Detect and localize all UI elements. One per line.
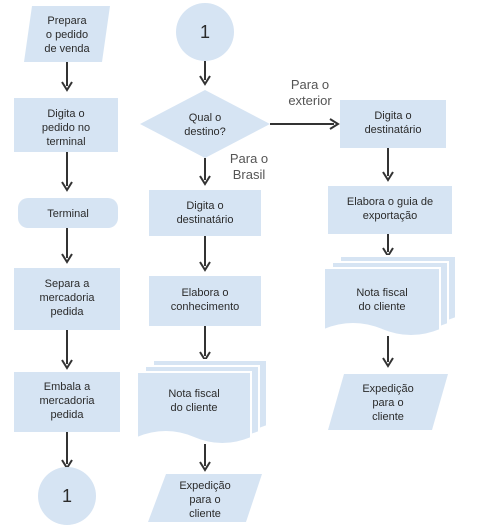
pack-goods-node: Embala a mercadoria pedida	[14, 372, 120, 432]
export-guide-node: Elabora o guia de exportação	[328, 186, 452, 234]
invoice-right-line-2: do cliente	[358, 301, 405, 313]
decision-line-1: Qual o	[189, 112, 221, 124]
type-recipient-node: Digita o destinatário	[149, 190, 261, 236]
arrow-m4	[199, 326, 211, 362]
shipping-right-line-1: Expedição	[362, 383, 413, 395]
invoice-documents-middle: Nota fiscal do cliente	[136, 359, 268, 445]
para-brasil-line-1: Para o	[230, 151, 268, 166]
type-order-line-2: pedido no	[42, 122, 90, 134]
para-brasil-line-2: Brasil	[233, 167, 266, 182]
arrow-m3	[199, 236, 211, 272]
pack-goods-line-2: mercadoria	[39, 395, 95, 407]
destination-decision: Qual o destino?	[140, 90, 270, 158]
arrow-l2	[61, 152, 73, 192]
arrow-r3	[382, 336, 394, 368]
shipping-right-node: Expedição para o cliente	[328, 374, 448, 430]
export-guide-line-1: Elabora o guia de	[347, 196, 433, 208]
para-exterior-line-2: exterior	[288, 93, 332, 108]
invoice-middle-line-1: Nota fiscal	[168, 388, 219, 400]
arrow-l3	[61, 228, 73, 264]
type-order-node: Digita o pedido no terminal	[14, 98, 118, 152]
type-recipient-line-1: Digita o	[186, 200, 223, 212]
arrow-m2	[199, 158, 211, 186]
terminal-node: Terminal	[18, 198, 118, 228]
arrow-l1	[61, 62, 73, 92]
connector-in: 1	[176, 3, 234, 61]
type-recipient-line-2: destinatário	[177, 214, 234, 226]
shipping-middle-line-2: para o	[189, 494, 220, 506]
arrow-r2	[382, 234, 394, 258]
arrow-r1	[382, 148, 394, 182]
pack-goods-line-3: pedida	[50, 409, 84, 421]
shipping-middle-node: Expedição para o cliente	[148, 474, 262, 522]
type-recipient-export-node: Digita o destinatário	[340, 100, 446, 148]
invoice-right-line-1: Nota fiscal	[356, 287, 407, 299]
separate-goods-line-2: mercadoria	[39, 292, 95, 304]
decision-line-2: destino?	[184, 126, 226, 138]
type-recipient-export-line-1: Digita o	[374, 110, 411, 122]
connector-out: 1	[38, 467, 96, 525]
export-guide-line-2: exportação	[363, 210, 417, 222]
shipping-middle-line-1: Expedição	[179, 480, 230, 492]
arrow-r0	[270, 118, 340, 130]
arrow-l4	[61, 330, 73, 370]
type-recipient-export-line-2: destinatário	[365, 124, 422, 136]
separate-goods-line-3: pedida	[50, 306, 84, 318]
connector-in-label: 1	[200, 22, 210, 42]
type-order-line-1: Digita o	[47, 108, 84, 120]
prepare-order-line-2: o pedido	[46, 29, 88, 41]
arrow-m5	[199, 444, 211, 472]
invoice-documents-right: Nota fiscal do cliente	[323, 255, 457, 337]
separate-goods-node: Separa a mercadoria pedida	[14, 268, 120, 330]
shipping-middle-line-3: cliente	[189, 508, 221, 520]
prepare-order-line-3: de venda	[44, 43, 90, 55]
invoice-middle-line-2: do cliente	[170, 402, 217, 414]
bill-of-lading-line-2: conhecimento	[171, 301, 240, 313]
separate-goods-line-1: Separa a	[45, 278, 91, 290]
bill-of-lading-node: Elabora o conhecimento	[149, 276, 261, 326]
prepare-order-line-1: Prepara	[47, 15, 87, 27]
connector-out-label: 1	[62, 486, 72, 506]
label-para-brasil: Para o Brasil	[230, 151, 268, 182]
shipping-right-line-3: cliente	[372, 411, 404, 423]
arrow-m1	[199, 61, 211, 86]
shipping-right-line-2: para o	[372, 397, 403, 409]
label-para-exterior: Para o exterior	[288, 77, 332, 108]
pack-goods-line-1: Embala a	[44, 381, 91, 393]
arrow-l5	[61, 432, 73, 470]
bill-of-lading-line-1: Elabora o	[181, 287, 228, 299]
para-exterior-line-1: Para o	[291, 77, 329, 92]
prepare-order-node: Prepara o pedido de venda	[24, 6, 110, 62]
terminal-label: Terminal	[47, 208, 89, 220]
type-order-line-3: terminal	[46, 136, 85, 148]
